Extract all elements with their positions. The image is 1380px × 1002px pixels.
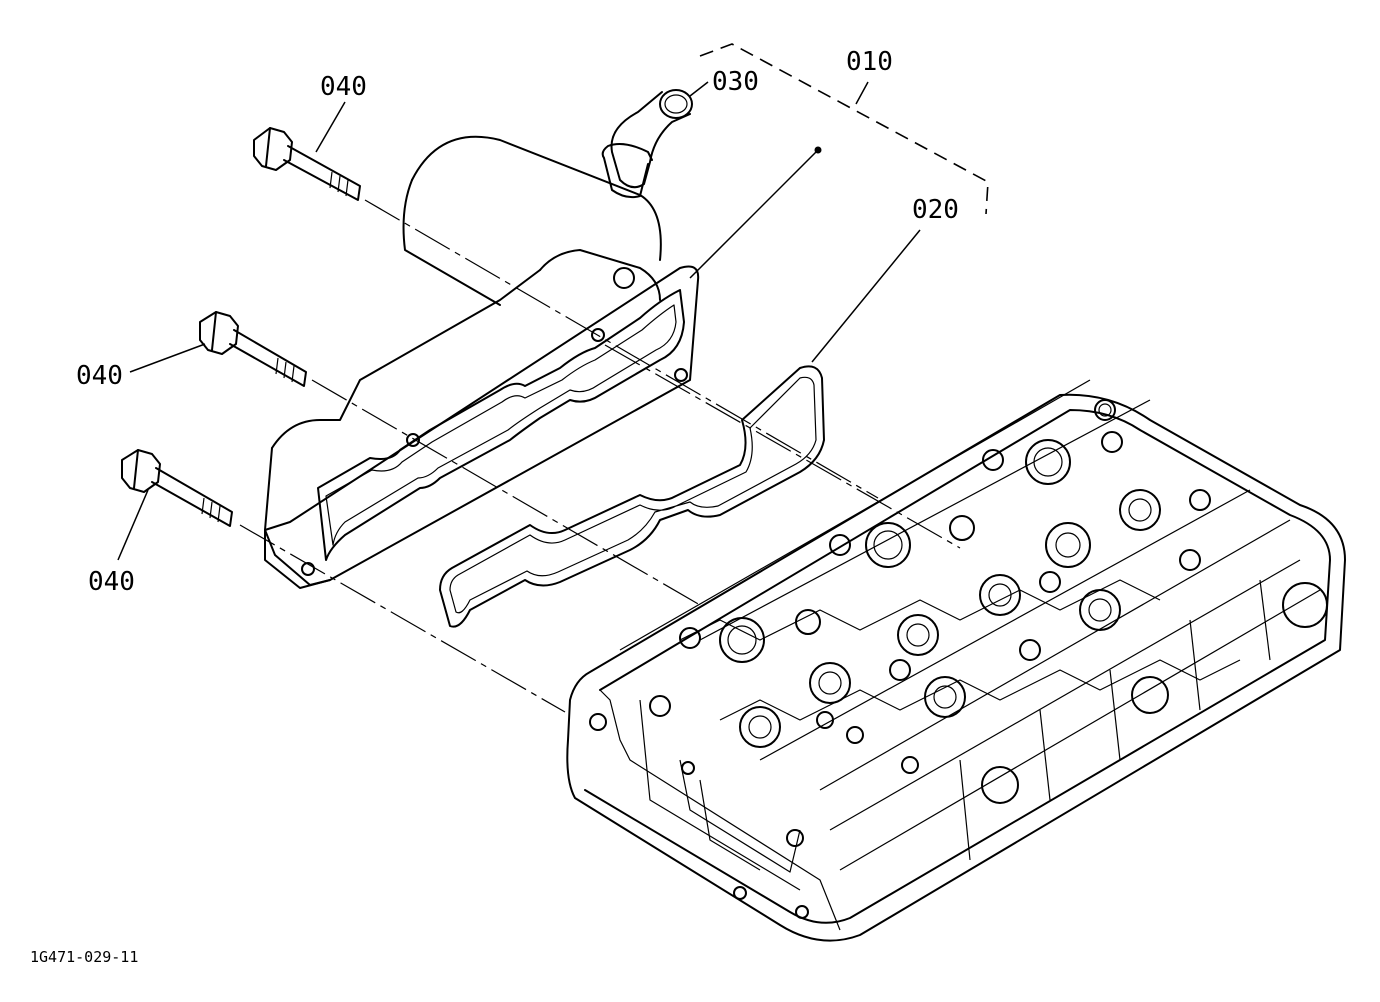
label-020: 020 (912, 195, 959, 225)
leader-lines (117, 43, 989, 561)
label-030: 030 (712, 67, 759, 97)
gasket (439, 365, 825, 628)
bolt-middle (199, 311, 307, 387)
cylinder-head (566, 379, 1346, 942)
cover-housing (264, 135, 700, 589)
label-040-bottom: 040 (88, 567, 135, 597)
label-040-top: 040 (320, 72, 367, 102)
leader-dot (814, 146, 822, 154)
label-040-middle: 040 (76, 361, 123, 391)
elbow-pipe (601, 89, 693, 199)
figure-code: 1G471-029-11 (30, 948, 138, 966)
bolt-bottom (121, 449, 233, 527)
label-010: 010 (846, 47, 893, 77)
bolt-top (253, 127, 361, 201)
projection-lines (239, 199, 961, 713)
